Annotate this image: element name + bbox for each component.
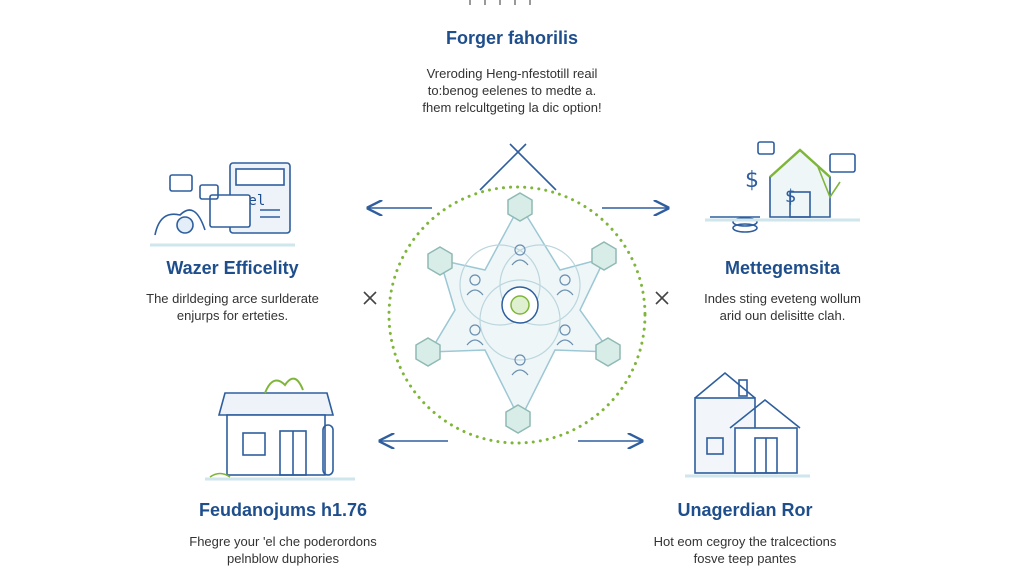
right-description: Indes sting eveteng wollum arid oun deli… bbox=[675, 290, 890, 324]
right-title: Mettegemsita bbox=[724, 258, 841, 278]
left-title: Wazer Efficelity bbox=[166, 258, 299, 278]
bottom-right-title: Unagerdian Ror bbox=[677, 500, 813, 520]
right-line-2: arid oun delisitte clah. bbox=[719, 308, 846, 323]
left-description: The dirldeging arce surlderate enjurps f… bbox=[120, 290, 345, 324]
network-star-icon bbox=[415, 192, 621, 434]
right-x-mark bbox=[655, 291, 669, 305]
svg-text:$: $ bbox=[785, 186, 796, 207]
right-line-1: Indes sting eveteng wollum bbox=[704, 291, 861, 306]
bottom-right-line-1: Hot eom cegroy the tralcections bbox=[653, 534, 837, 549]
documents-computer-icon: 0el bbox=[150, 162, 295, 247]
top-description: Vreroding Heng-nfestotill reail to:benog… bbox=[402, 65, 622, 116]
top-title: Forger fahorilis bbox=[445, 28, 579, 48]
bottom-left-description: Fhegre your 'el che poderordons pelnblow… bbox=[168, 533, 398, 567]
top-cross-connector bbox=[479, 143, 557, 191]
bottom-left-title: Feudanojums h1.76 bbox=[198, 500, 368, 520]
bottom-left-line-1: Fhegre your 'el che poderordons bbox=[189, 534, 377, 549]
top-line-1: Vreroding Heng-nfestotill reail bbox=[426, 66, 598, 81]
svg-text:$: $ bbox=[745, 168, 759, 193]
left-line-2: enjurps for erteties. bbox=[176, 308, 289, 323]
top-tick-marks bbox=[469, 0, 531, 5]
building-plant-icon bbox=[205, 377, 355, 481]
left-x-mark bbox=[363, 291, 377, 305]
bottom-right-line-2: fosve teep pantes bbox=[693, 551, 797, 566]
house-icon bbox=[685, 371, 810, 478]
top-line-3: fhem relcultgeting la dic option! bbox=[422, 100, 602, 115]
dotted-ring bbox=[387, 185, 647, 445]
house-money-icon: $ $ bbox=[705, 141, 860, 233]
top-line-2: to:benog eelenes to medte a. bbox=[427, 83, 597, 98]
left-line-1: The dirldeging arce surlderate bbox=[146, 291, 319, 306]
bottom-right-description: Hot eom cegroy the tralcections fosve te… bbox=[630, 533, 860, 567]
bottom-left-line-2: pelnblow duphories bbox=[226, 551, 340, 566]
